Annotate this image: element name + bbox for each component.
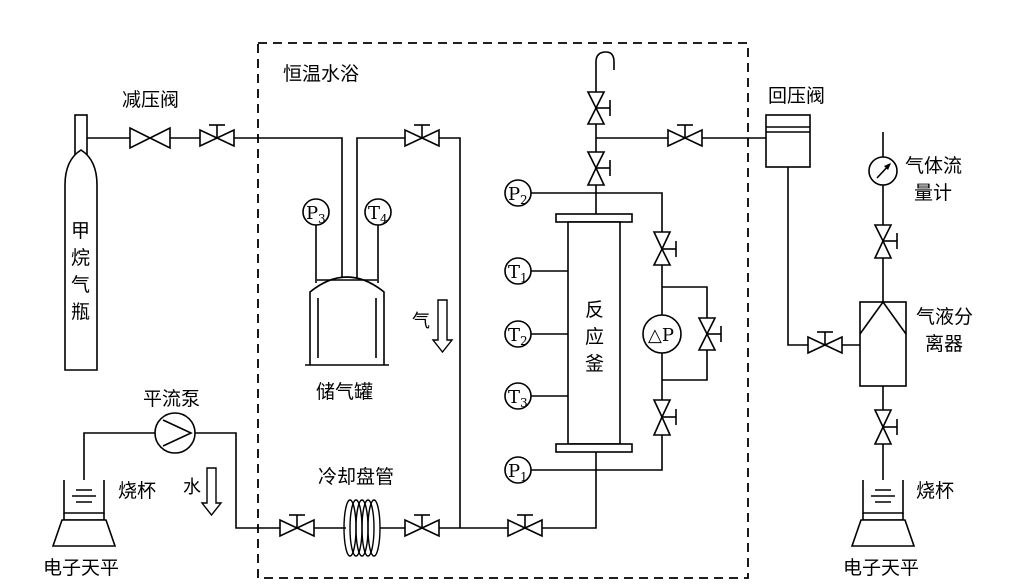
pump-label: 平流泵: [143, 388, 200, 410]
svg-text:1: 1: [520, 470, 528, 484]
pressure-gauge-p1: P 1: [504, 456, 532, 484]
svg-text:2: 2: [520, 193, 528, 207]
cooling-coil-label: 冷却盘管: [318, 466, 394, 488]
back-pressure-valve: [765, 114, 811, 168]
svg-text:T: T: [508, 325, 520, 346]
reactor-top-valve: [586, 151, 611, 186]
svg-text:T: T: [508, 262, 520, 283]
back-pressure-valve-label: 回压阀: [768, 85, 825, 107]
inlet-valve: [199, 124, 235, 148]
reactor-inlet-valve: [507, 514, 543, 538]
beaker-left-label: 烧杯: [118, 480, 156, 502]
methane-label-2: 烷: [71, 247, 90, 269]
reactor-label-2: 应: [585, 326, 604, 348]
cooling-coil: [343, 499, 381, 557]
beaker-right: [862, 480, 904, 514]
svg-text:3: 3: [318, 212, 326, 226]
temperature-gauge-t4: T 4: [364, 198, 392, 226]
gas-flow-label: 气: [412, 311, 430, 332]
gas-flow-arrow: [431, 299, 454, 354]
methane-label-4: 瓶: [71, 301, 90, 323]
svg-text:4: 4: [380, 212, 388, 226]
gas-liquid-separator: [859, 300, 907, 387]
beaker-left: [63, 480, 105, 514]
reactor-label-3: 釜: [585, 353, 604, 375]
temperature-gauge-t3: T 3: [504, 382, 532, 410]
flowmeter-label-2: 量计: [914, 182, 952, 204]
differential-pressure-gauge: △P: [642, 314, 682, 354]
pressure-gauge-p3: P 3: [302, 198, 330, 226]
svg-text:P: P: [306, 203, 318, 224]
svg-text:1: 1: [520, 271, 528, 285]
pressure-reducing-valve: [129, 126, 171, 150]
gas-supply-line: [87, 137, 343, 280]
svg-text:P: P: [508, 184, 520, 205]
temperature-gauge-t1: T 1: [504, 257, 532, 285]
reactor: [555, 213, 633, 453]
metering-pump: [154, 412, 196, 454]
water-bath-boundary: [257, 42, 749, 579]
balance-right: [850, 513, 916, 547]
dp-upper-valve: [652, 231, 677, 266]
tank-outlet-valve: [404, 124, 440, 148]
dp-lower-valve: [652, 399, 677, 436]
temperature-gauge-t2: T 2: [504, 320, 532, 348]
svg-text:T: T: [368, 203, 380, 224]
svg-text:3: 3: [520, 396, 528, 410]
water-flow-label: 水: [183, 477, 201, 498]
storage-tank: [305, 276, 389, 366]
svg-text:2: 2: [520, 334, 528, 348]
outlet-valve: [667, 124, 703, 148]
water-inlet-valve: [279, 514, 315, 538]
gas-flowmeter: [868, 132, 898, 186]
dp-bypass-valve: [697, 317, 722, 351]
svg-text:△P: △P: [648, 325, 674, 346]
balance-right-label: 电子天平: [843, 557, 919, 579]
methane-cylinder: 甲 烷 气 瓶: [64, 114, 98, 371]
separator-inlet-valve: [807, 331, 843, 355]
flowmeter-valve: [873, 224, 898, 259]
methane-label-1: 甲: [71, 220, 90, 242]
svg-text:P: P: [508, 461, 520, 482]
reducer-valve-label: 减压阀: [122, 89, 179, 111]
separator-label-1: 气液分: [916, 306, 973, 328]
water-flow-arrow: [200, 467, 223, 517]
flowmeter-label-1: 气体流: [905, 155, 962, 177]
separator-label-2: 离器: [925, 333, 963, 355]
svg-text:T: T: [508, 387, 520, 408]
balance-left: [51, 513, 117, 547]
beaker-right-label: 烧杯: [916, 480, 954, 502]
vent-valve: [586, 91, 611, 125]
reactor-label-1: 反: [585, 299, 604, 321]
pressure-gauge-p2: P 2: [504, 179, 532, 207]
storage-tank-label: 储气罐: [316, 381, 373, 403]
separator-drain-valve: [873, 409, 898, 445]
methane-label-3: 气: [71, 274, 90, 296]
balance-left-label: 电子天平: [43, 557, 119, 579]
coil-outlet-valve: [404, 514, 440, 538]
water-bath-label: 恒温水浴: [283, 63, 359, 85]
